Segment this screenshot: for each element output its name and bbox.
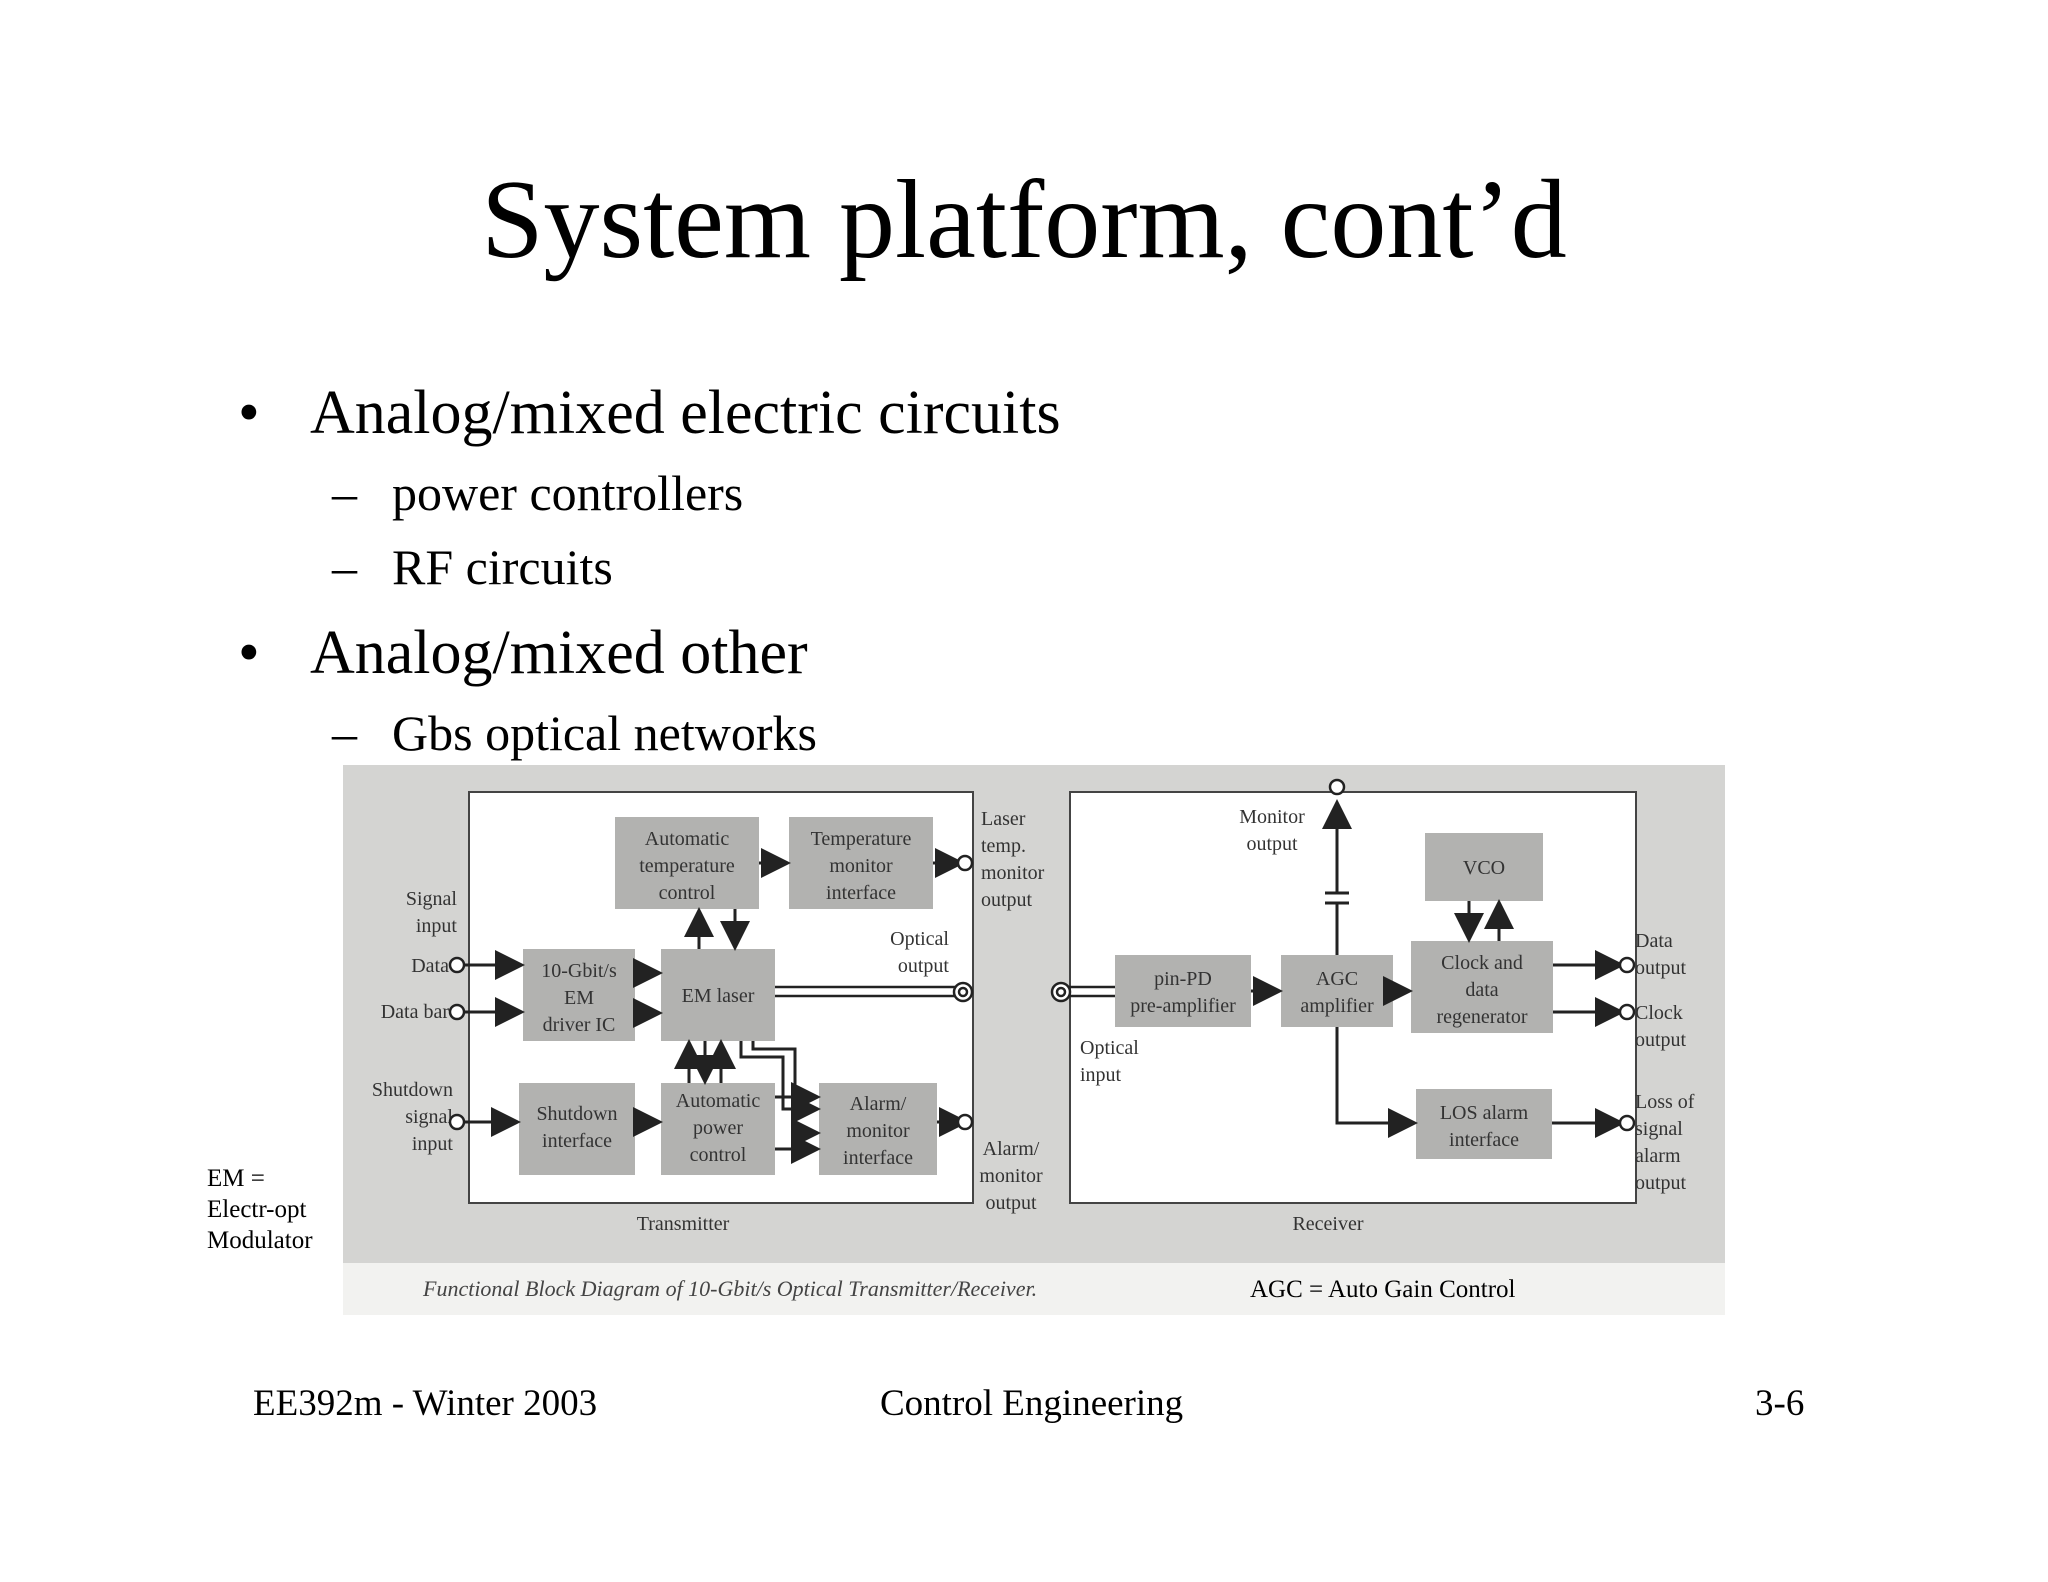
bullet-analog-mixed-other: Analog/mixed other (310, 619, 808, 687)
sub-bullet-marker: – (332, 705, 357, 761)
sub-bullet-power-controllers: power controllers (392, 465, 744, 521)
vco-label: VCO (1463, 857, 1505, 879)
sub-bullet-marker: – (332, 465, 357, 521)
slide-title: System platform, cont’d (481, 158, 1567, 282)
bullet-marker: • (238, 619, 260, 687)
pin-pd-preamplifier-block (1115, 955, 1251, 1027)
em-note-line: Modulator (207, 1227, 313, 1254)
em-note-line: Electr-opt (207, 1196, 307, 1223)
temperature-monitor-interface-block (789, 817, 933, 909)
em-laser-label: EM laser (682, 985, 755, 1007)
sub-bullet-rf-circuits: RF circuits (392, 539, 613, 595)
em-driver-ic-block (523, 949, 635, 1041)
footer-subject: Control Engineering (880, 1383, 1184, 1424)
diagram-caption: Functional Block Diagram of 10-Gbit/s Op… (422, 1276, 1037, 1301)
clock-data-regenerator-block (1411, 941, 1553, 1033)
bullet-marker: • (238, 379, 260, 447)
transmitter-terminals (448, 854, 974, 1131)
automatic-power-control-block (661, 1083, 775, 1175)
caption-band (343, 1263, 1725, 1315)
alarm-monitor-interface-block (819, 1083, 937, 1175)
automatic-temperature-control-block (615, 817, 759, 909)
shutdown-interface-block (519, 1083, 635, 1175)
vco-block (1425, 833, 1543, 901)
sub-bullet-gbs-optical-networks: Gbs optical networks (392, 705, 817, 761)
footer-page-number: 3-6 (1755, 1383, 1805, 1424)
transmitter-label: Transmitter (637, 1213, 730, 1235)
em-laser-block (661, 949, 775, 1041)
receiver-label: Receiver (1292, 1213, 1363, 1235)
agc-abbreviation-note: AGC = Auto Gain Control (1250, 1276, 1516, 1303)
los-alarm-interface-block (1416, 1089, 1552, 1159)
footer-course: EE392m - Winter 2003 (253, 1383, 598, 1424)
agc-amplifier-block (1281, 955, 1393, 1027)
data-input-label: Data (411, 955, 449, 977)
transmitter-signal-lines (465, 848, 969, 1164)
sub-bullet-marker: – (332, 539, 357, 595)
receiver-signal-lines (1065, 799, 1625, 1138)
bullet-analog-mixed-circuits: Analog/mixed electric circuits (310, 379, 1061, 447)
receiver-terminals (1050, 778, 1636, 1132)
data-bar-input-label: Data bar (381, 1001, 450, 1023)
em-abbreviation-note: EM = Electr-opt Modulator (207, 1163, 313, 1256)
em-note-line: EM = (207, 1165, 265, 1192)
